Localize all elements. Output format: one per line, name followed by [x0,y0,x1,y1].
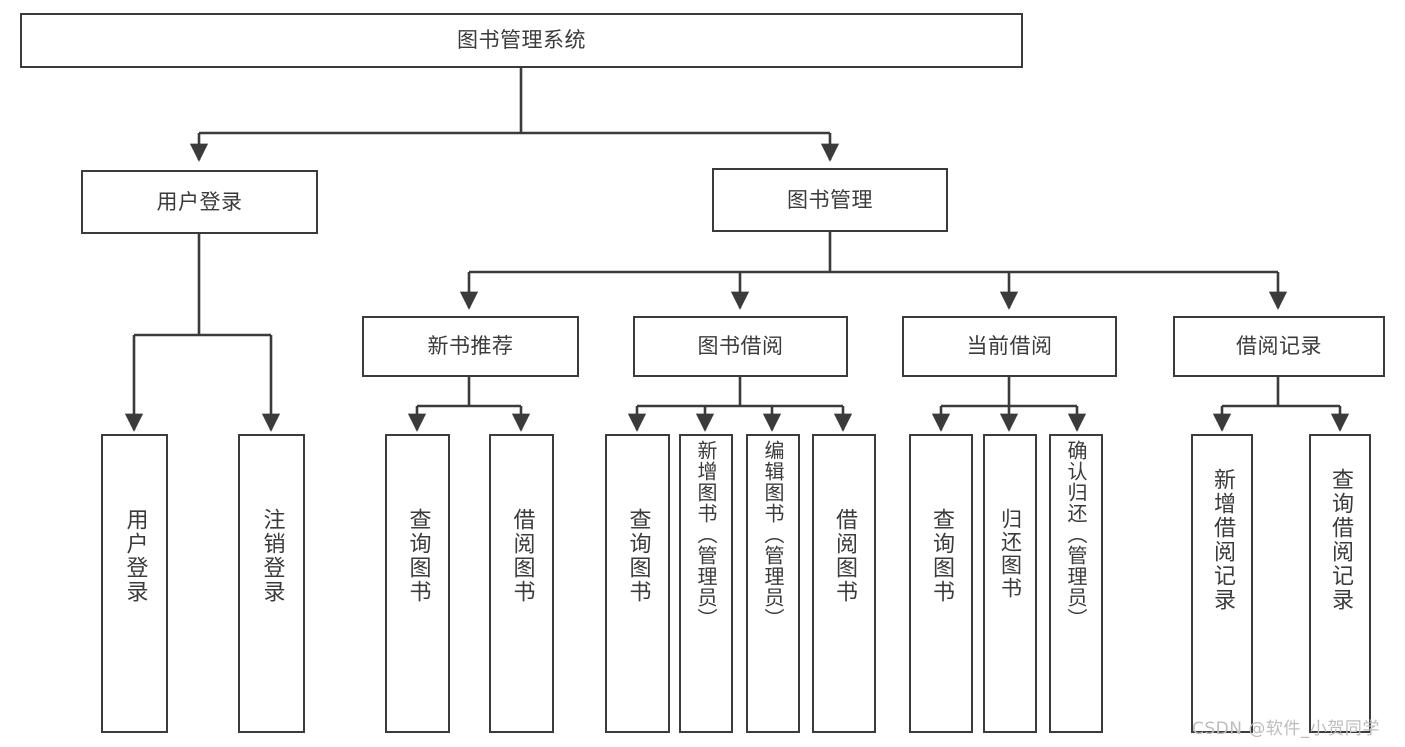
node-leaf-borrow-book-2-label: 借阅图书 [832,508,857,604]
node-current-borrow-label: 当前借阅 [966,334,1053,359]
node-leaf-add-record[interactable]: 新增借阅记录 [1191,434,1253,733]
node-book-manage[interactable]: 图书管理 [712,168,948,232]
node-leaf-edit-book[interactable]: 编辑图书（管理员） [746,434,800,733]
node-leaf-query-book-2[interactable]: 查询图书 [605,434,670,733]
node-current-borrow[interactable]: 当前借阅 [902,316,1117,377]
node-new-book-rec-label: 新书推荐 [427,334,514,359]
node-leaf-query-book-1[interactable]: 查询图书 [385,434,450,733]
node-user-login[interactable]: 用户登录 [81,170,318,234]
node-borrow-record-label: 借阅记录 [1236,334,1322,359]
node-book-borrow[interactable]: 图书借阅 [633,316,848,377]
node-new-book-rec[interactable]: 新书推荐 [362,316,579,377]
node-leaf-add-book[interactable]: 新增图书（管理员） [679,434,733,733]
node-leaf-add-book-label: 新增图书（管理员） [694,440,718,629]
node-leaf-confirm-return[interactable]: 确认归还（管理员） [1049,434,1103,733]
node-user-login-label: 用户登录 [156,189,243,214]
node-leaf-logout-label: 注销登录 [259,508,285,604]
node-leaf-borrow-book-1[interactable]: 借阅图书 [489,434,554,733]
node-leaf-query-record-label: 查询借阅记录 [1328,468,1353,612]
node-leaf-return-book[interactable]: 归还图书 [983,434,1037,733]
node-leaf-query-book-3[interactable]: 查询图书 [909,434,973,733]
node-leaf-edit-book-label: 编辑图书（管理员） [761,440,785,629]
node-leaf-confirm-return-label: 确认归还（管理员） [1064,440,1088,629]
node-leaf-logout[interactable]: 注销登录 [238,434,305,733]
node-borrow-record[interactable]: 借阅记录 [1173,316,1385,377]
node-leaf-return-book-label: 归还图书 [998,508,1023,600]
node-leaf-add-record-label: 新增借阅记录 [1210,468,1235,612]
node-root-label: 图书管理系统 [457,28,586,53]
node-root[interactable]: 图书管理系统 [20,13,1023,68]
node-leaf-user-login[interactable]: 用户登录 [101,434,168,733]
node-leaf-borrow-book-2[interactable]: 借阅图书 [812,434,876,733]
node-leaf-borrow-book-1-label: 借阅图书 [509,508,535,604]
node-leaf-query-book-2-label: 查询图书 [625,508,651,604]
node-leaf-user-login-label: 用户登录 [122,508,148,604]
node-book-manage-label: 图书管理 [787,187,873,212]
node-leaf-query-book-3-label: 查询图书 [929,508,954,604]
node-leaf-query-book-1-label: 查询图书 [405,508,431,604]
node-book-borrow-label: 图书借阅 [697,334,784,359]
node-leaf-query-record[interactable]: 查询借阅记录 [1309,434,1371,733]
watermark: CSDN @软件_小贺同学 [1192,719,1380,739]
